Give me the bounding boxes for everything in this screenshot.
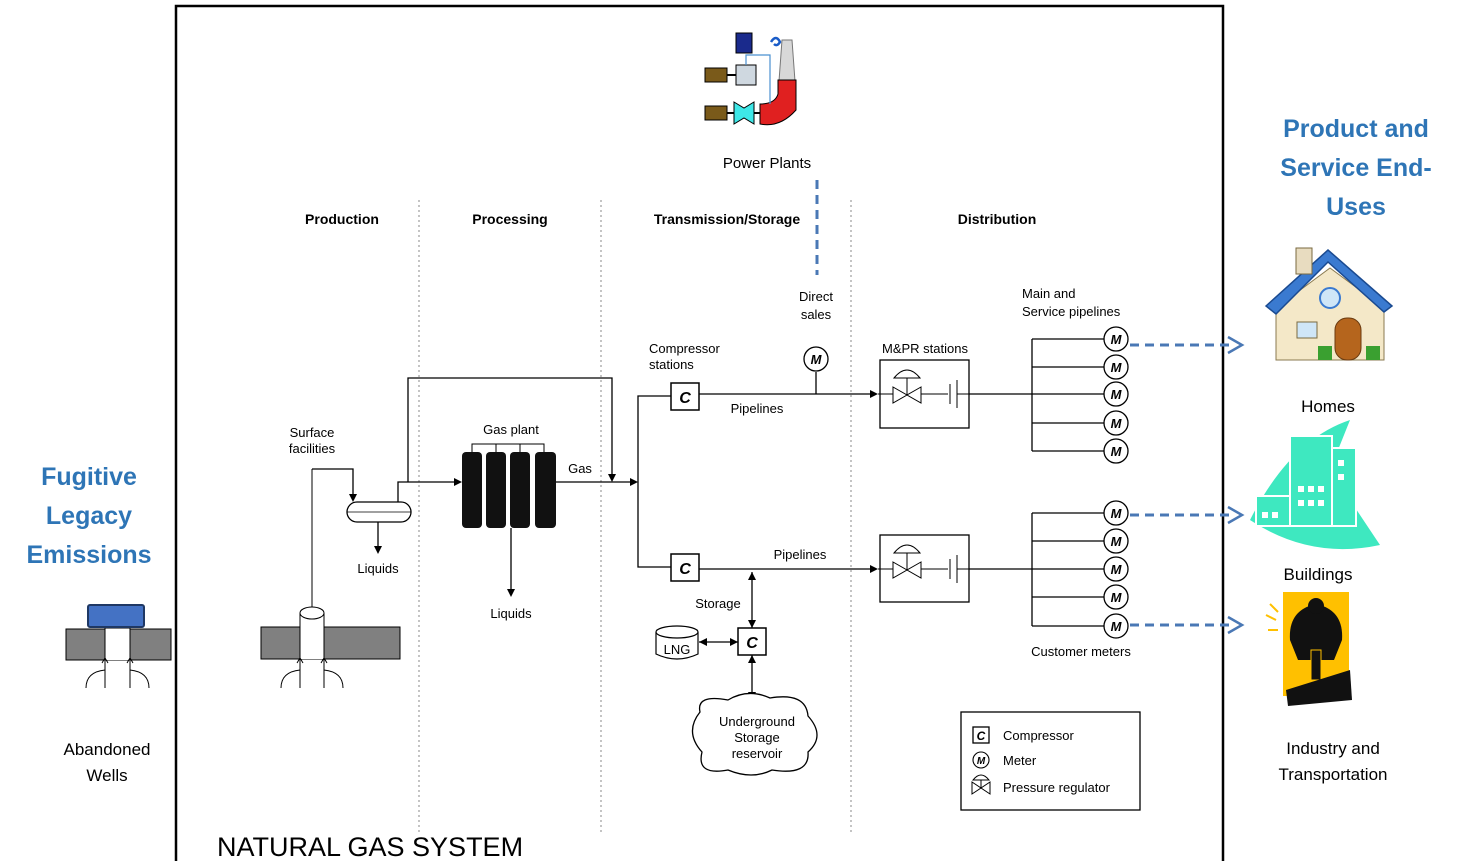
- bypass-line: [407, 377, 613, 482]
- compressor-station-lower: C: [670, 553, 700, 582]
- end-use-dashed-connectors: [1130, 335, 1245, 635]
- well-riser-line: [312, 468, 354, 500]
- stage-header-production: Production: [305, 211, 379, 227]
- svg-text:M: M: [1111, 534, 1123, 549]
- customer-meter: M: [1103, 613, 1129, 639]
- customer-meters-lower: M M M M M: [1103, 500, 1129, 639]
- separator-outlet-line: [397, 481, 460, 502]
- industry-icon: [1265, 592, 1352, 706]
- customer-meter: M: [1103, 500, 1129, 526]
- customer-meter: M: [1103, 326, 1129, 352]
- legend: C Compressor M Meter Pressure regulator: [960, 711, 1141, 811]
- direct-sales-meter: M: [803, 346, 829, 372]
- svg-text:M: M: [1111, 562, 1123, 577]
- mpr-station-lower: [878, 534, 970, 603]
- svg-text:M: M: [1111, 506, 1123, 521]
- production-liquids-label: Liquids: [357, 561, 399, 576]
- legend-pressure-regulator-label: Pressure regulator: [1003, 780, 1111, 795]
- stage-header-transmission-storage: Transmission/Storage: [654, 211, 800, 227]
- svg-text:M: M: [1111, 590, 1123, 605]
- production-ground: [260, 469, 401, 689]
- homes-label: Homes: [1301, 397, 1355, 416]
- transmission-split-line: [637, 395, 671, 568]
- svg-text:M: M: [811, 352, 823, 367]
- gas-plant-icon: [462, 443, 556, 528]
- svg-text:C: C: [977, 729, 986, 743]
- gas-plant-label: Gas plant: [483, 422, 539, 437]
- distribution-manifold-lower: [969, 512, 1104, 627]
- customer-meter: M: [1103, 410, 1129, 436]
- svg-text:C: C: [679, 561, 691, 578]
- svg-text:LNG: LNG: [664, 642, 691, 657]
- gas-label: Gas: [568, 461, 592, 476]
- pipelines-label-upper: Pipelines: [731, 401, 784, 416]
- system-frame: [174, 4, 1225, 861]
- stage-header-distribution: Distribution: [958, 211, 1037, 227]
- svg-text:M: M: [1111, 444, 1123, 459]
- power-plants-label: Power Plants: [723, 155, 811, 172]
- svg-text:C: C: [679, 390, 691, 407]
- buildings-icon: [1250, 420, 1380, 550]
- lng-tank: LNG: [655, 625, 699, 660]
- stage-header-processing: Processing: [472, 211, 547, 227]
- legend-compressor-label: Compressor: [1003, 728, 1074, 743]
- storage-label: Storage: [695, 596, 741, 611]
- mpr-stations-label: M&PR stations: [882, 341, 968, 356]
- svg-text:C: C: [746, 635, 758, 652]
- svg-text:M: M: [1111, 619, 1123, 634]
- customer-meter: M: [1103, 528, 1129, 554]
- house-icon: [1264, 247, 1394, 361]
- power-plant-icon: [704, 32, 797, 126]
- buildings-label: Buildings: [1284, 565, 1353, 584]
- customer-meter: M: [1103, 438, 1129, 464]
- storage-compressor: C: [737, 627, 767, 656]
- customer-meter: M: [1103, 354, 1129, 380]
- svg-text:M: M: [1111, 332, 1123, 347]
- customer-meter: M: [1103, 584, 1129, 610]
- pipelines-label-lower: Pipelines: [774, 547, 827, 562]
- svg-text:M: M: [1111, 360, 1123, 375]
- compressor-station-upper: C: [670, 382, 700, 411]
- svg-text:M: M: [977, 756, 986, 767]
- mpr-station-upper: [878, 359, 970, 429]
- abandoned-well-icon: [65, 604, 172, 689]
- distribution-manifold-upper: [969, 338, 1104, 452]
- customer-meter: M: [1103, 381, 1129, 407]
- legend-meter-label: Meter: [1003, 753, 1037, 768]
- system-title: NATURAL GAS SYSTEM: [217, 832, 523, 861]
- customer-meters-upper: M M M M M: [1103, 326, 1129, 464]
- processing-liquids-label: Liquids: [490, 606, 532, 621]
- svg-text:M: M: [1111, 387, 1123, 402]
- customer-meter: M: [1103, 556, 1129, 582]
- svg-text:M: M: [1111, 416, 1123, 431]
- customer-meters-label: Customer meters: [1031, 644, 1131, 659]
